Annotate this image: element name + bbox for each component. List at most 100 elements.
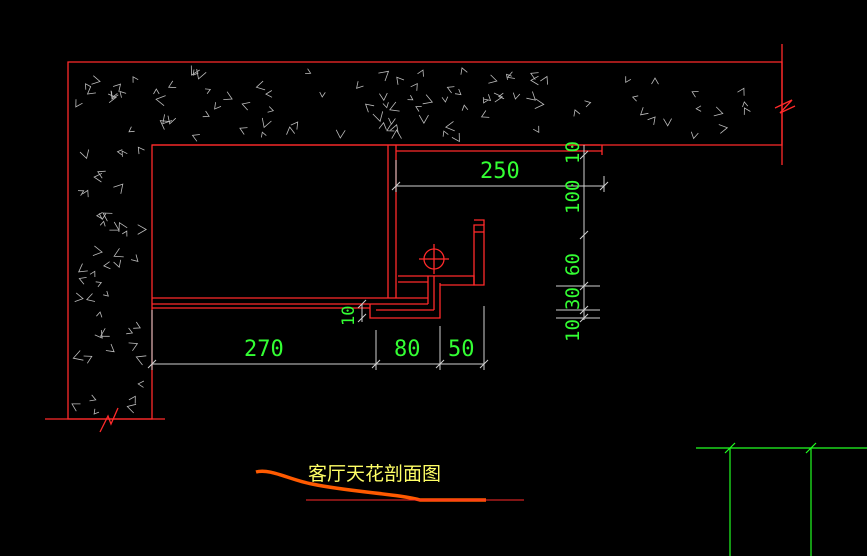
hatch-speck — [121, 230, 128, 237]
hatch-speck — [119, 90, 127, 98]
tick-small-left-top — [357, 299, 367, 309]
hatch-speck — [378, 121, 387, 130]
hatch-speck — [388, 117, 396, 125]
tick-250-right — [599, 181, 609, 191]
hatch-speck — [379, 92, 388, 102]
hatch-speck — [239, 127, 248, 135]
hatch-speck — [135, 355, 147, 366]
concrete-hatch — [71, 65, 751, 415]
hatch-speck — [96, 311, 103, 318]
hatch-speck — [407, 95, 414, 101]
hatch-speck — [512, 92, 521, 100]
hatch-speck — [94, 330, 103, 339]
hatch-speck — [534, 98, 545, 109]
hatch-speck — [382, 102, 389, 109]
hatch-speck — [267, 106, 275, 113]
hatch-speck — [92, 245, 103, 256]
hatch-speck — [530, 72, 539, 80]
hatch-speck — [391, 129, 402, 139]
hatch-speck — [95, 281, 103, 288]
hatch-speck — [113, 183, 124, 194]
hatch-speck — [713, 106, 724, 117]
hatch-speck — [167, 80, 177, 88]
hatch-speck — [386, 124, 395, 132]
hatch-speck — [190, 65, 200, 76]
hatch-speck — [72, 350, 84, 361]
hatch-speck — [631, 95, 639, 102]
hatch-speck — [742, 101, 749, 108]
drawing-title: 客厅天花剖面图 — [255, 463, 524, 502]
hatch-speck — [102, 212, 113, 222]
hatch-speck — [167, 115, 177, 125]
hatch-speck — [584, 100, 592, 108]
break-symbol-bottom — [99, 407, 119, 433]
hatch-speck — [743, 107, 751, 115]
hatch-speck — [137, 224, 148, 235]
hatch-speck — [441, 96, 449, 103]
hatch-speck — [196, 68, 207, 80]
hatch-speck — [121, 150, 128, 157]
dim-60: 60 — [562, 253, 584, 276]
hatch-speck — [389, 101, 400, 112]
hatch-speck — [647, 116, 656, 125]
hatch-speck — [639, 107, 649, 116]
hatch-speck — [93, 408, 100, 415]
hatch-speck — [137, 146, 145, 155]
hatch-speck — [130, 254, 139, 262]
title-label: 客厅天花剖面图 — [308, 463, 441, 485]
hatch-speck — [97, 170, 106, 179]
hatch-speck — [89, 270, 96, 278]
hatch-speck — [255, 80, 266, 91]
hatch-speck — [290, 121, 299, 130]
tick-b-152 — [147, 359, 157, 369]
hatch-speck — [690, 131, 699, 140]
hatch-speck — [110, 90, 118, 99]
hatch-speck — [364, 103, 375, 113]
tick-b-440 — [435, 359, 445, 369]
hatch-speck — [265, 90, 273, 98]
hatch-speck — [78, 277, 87, 285]
hatch-speck — [78, 263, 88, 273]
hatch-speck — [113, 248, 124, 258]
hatch-speck — [483, 94, 492, 102]
hatch-speck — [461, 104, 469, 111]
hatch-speck — [261, 117, 272, 129]
hatch-speck — [133, 321, 141, 329]
hatch-speck — [482, 97, 489, 104]
hatch-speck — [319, 91, 326, 98]
hatch-speck — [378, 70, 390, 82]
hatch-speck — [98, 213, 107, 221]
hatch-speck — [103, 290, 109, 297]
hatch-speck — [99, 328, 110, 337]
hatch-speck — [415, 106, 422, 112]
title-underline-thick — [255, 469, 486, 502]
hatch-speck — [390, 124, 399, 133]
hatch-speck — [137, 380, 145, 388]
hatch-speck — [506, 71, 515, 79]
hatch-speck — [533, 125, 540, 133]
ceiling-framing — [152, 144, 603, 319]
hatch-speck — [445, 121, 455, 132]
dimension-lines — [147, 145, 609, 370]
dim-100: 100 — [562, 180, 584, 214]
hatch-speck — [718, 124, 729, 134]
tick-small-left-bottom — [357, 313, 367, 323]
dim-10-bottom: 10 — [562, 319, 584, 342]
hatch-speck — [71, 403, 81, 412]
hatch-speck — [422, 94, 434, 105]
hatch-speck — [112, 83, 122, 92]
hatch-speck — [356, 81, 364, 89]
hatch-speck — [695, 105, 702, 112]
hatch-speck — [417, 69, 424, 77]
hatch-speck — [446, 86, 455, 94]
tick-b-376 — [371, 359, 381, 369]
hatch-speck — [460, 67, 468, 75]
dim-10-top: 10 — [562, 141, 584, 164]
hatch-speck — [93, 172, 103, 183]
hatch-speck — [223, 91, 233, 100]
hatch-speck — [651, 77, 659, 85]
hatch-speck — [192, 69, 199, 76]
upstand-top — [474, 219, 485, 225]
hatch-speck — [488, 74, 498, 84]
